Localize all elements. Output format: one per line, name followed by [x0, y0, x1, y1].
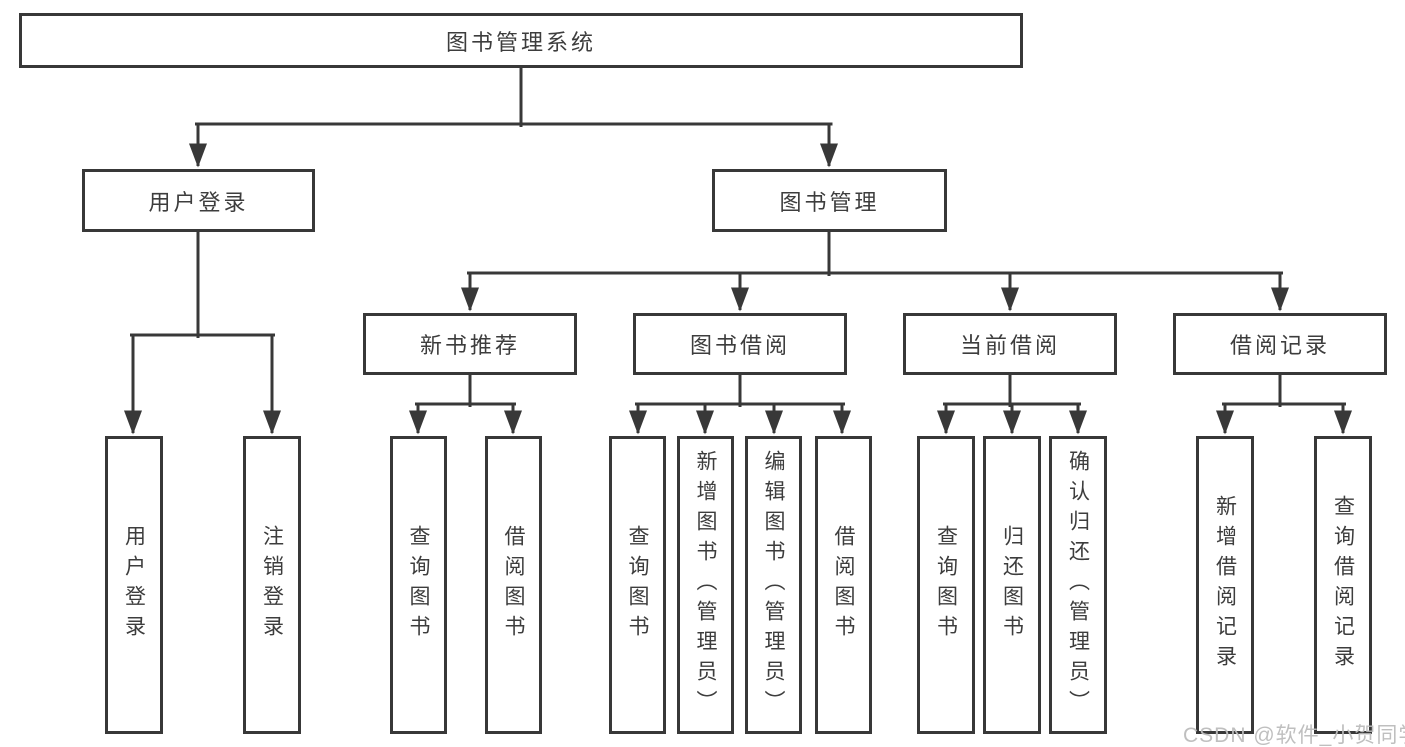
node-book-management: 图书管理: [712, 169, 947, 232]
watermark: CSDN @软件_小贺同学: [1183, 724, 1405, 747]
leaf-borrow-books-borrowing: 借阅图书: [815, 436, 872, 734]
node-label: 注销登录: [260, 525, 284, 645]
leaf-query-books-current: 查询图书: [917, 436, 975, 734]
leaf-confirm-return-admin: 确认归还（管理员）: [1049, 436, 1107, 734]
node-user-login: 用户登录: [82, 169, 315, 232]
node-label: 图书管理: [779, 189, 880, 215]
node-label: 图书管理系统: [445, 29, 596, 55]
node-current-borrowing: 当前借阅: [903, 313, 1117, 375]
node-label: 当前借阅: [959, 333, 1060, 358]
node-label: 图书借阅: [689, 333, 790, 358]
node-label: 查询借阅记录: [1331, 495, 1355, 675]
leaf-query-books-borrowing: 查询图书: [609, 436, 666, 734]
node-label: 借阅图书: [502, 525, 525, 645]
node-label: 确认归还（管理员）: [1066, 450, 1090, 720]
node-label: 编辑图书（管理员）: [762, 450, 785, 720]
leaf-return-books: 归还图书: [983, 436, 1041, 734]
node-label: 新增借阅记录: [1213, 495, 1237, 675]
node-root: 图书管理系统: [19, 13, 1023, 68]
leaf-user-login: 用户登录: [105, 436, 163, 734]
node-label: 查询图书: [626, 525, 649, 645]
leaf-edit-book-admin: 编辑图书（管理员）: [745, 436, 802, 734]
node-label: 借阅图书: [832, 525, 855, 645]
node-label: 用户登录: [148, 189, 249, 215]
node-label: 新书推荐: [419, 333, 520, 358]
connector-skeleton: [130, 65, 1346, 407]
node-label: 查询图书: [934, 525, 958, 645]
leaf-query-borrow-record: 查询借阅记录: [1314, 436, 1372, 734]
node-label: 查询图书: [407, 525, 430, 645]
leaf-query-books-recommend: 查询图书: [390, 436, 447, 734]
leaf-borrow-books-recommend: 借阅图书: [485, 436, 542, 734]
leaf-add-borrow-record: 新增借阅记录: [1196, 436, 1254, 734]
node-label: 借阅记录: [1229, 333, 1330, 358]
node-new-book-recommend: 新书推荐: [363, 313, 577, 375]
node-label: 归还图书: [1000, 525, 1024, 645]
node-label: 新增图书（管理员）: [694, 450, 717, 720]
leaf-logout-login: 注销登录: [243, 436, 301, 734]
leaf-add-book-admin: 新增图书（管理员）: [677, 436, 734, 734]
node-label: 用户登录: [122, 525, 146, 645]
node-book-borrowing: 图书借阅: [633, 313, 847, 375]
node-borrowing-records: 借阅记录: [1173, 313, 1387, 375]
